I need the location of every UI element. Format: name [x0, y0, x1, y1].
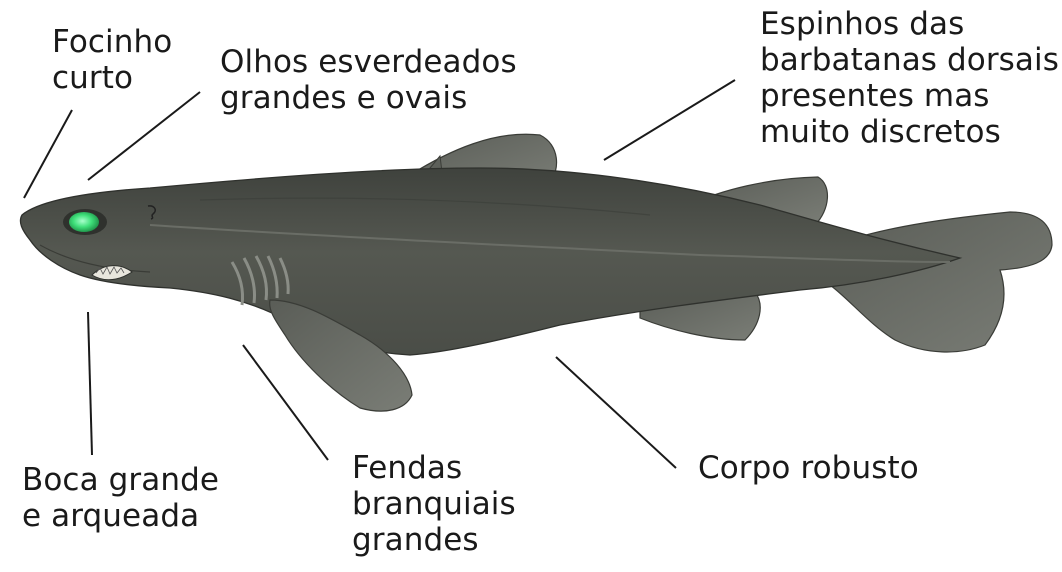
gills-label-line-1: Fendas [352, 450, 516, 486]
spines-label-line-3: presentes mas [760, 78, 1059, 114]
body-leader-line [556, 357, 676, 468]
eyes-leader-line [88, 92, 200, 180]
spines-label-line-2: barbatanas dorsais [760, 42, 1059, 78]
eyes-label: Olhos esverdeados grandes e ovais [220, 44, 517, 116]
mouth-label-line-1: Boca grande [22, 462, 219, 498]
mouth-leader-line [88, 312, 92, 455]
mouth-label-line-2: e arqueada [22, 498, 219, 534]
snout-label-line-2: curto [52, 60, 172, 96]
body-label-line-1: Corpo robusto [698, 450, 919, 486]
spines-label: Espinhos das barbatanas dorsais presente… [760, 6, 1059, 150]
snout-leader-line [24, 110, 72, 198]
eyes-label-line-2: grandes e ovais [220, 80, 517, 116]
gills-label: Fendas branquiais grandes [352, 450, 516, 558]
eyes-label-line-1: Olhos esverdeados [220, 44, 517, 80]
snout-label: Focinho curto [52, 24, 172, 96]
body-label: Corpo robusto [698, 450, 919, 486]
spines-leader-line [604, 80, 735, 160]
spines-label-line-4: muito discretos [760, 114, 1059, 150]
green-eye [69, 212, 99, 232]
gills-label-line-2: branquiais [352, 486, 516, 522]
spines-label-line-1: Espinhos das [760, 6, 1059, 42]
mouth-label: Boca grande e arqueada [22, 462, 219, 534]
gills-label-line-3: grandes [352, 522, 516, 558]
snout-label-line-1: Focinho [52, 24, 172, 60]
